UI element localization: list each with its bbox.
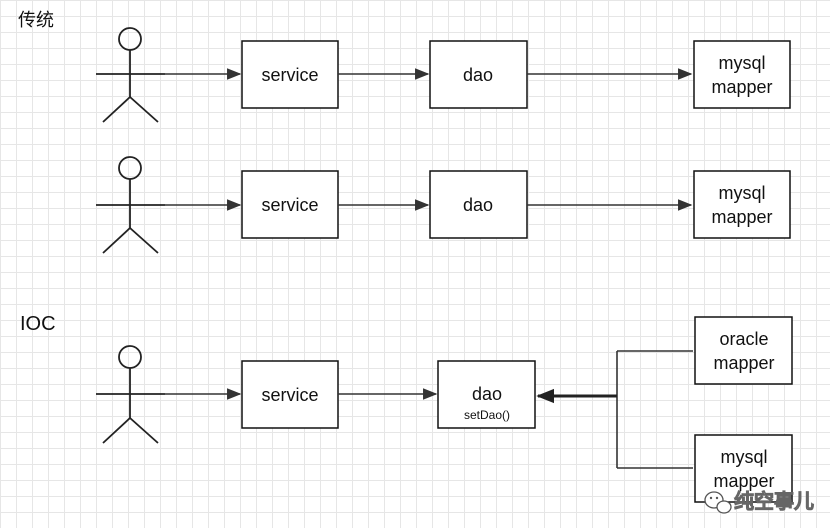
dao-label: dao	[472, 384, 502, 404]
dao-label: dao	[463, 65, 493, 85]
service-box: service	[241, 170, 339, 239]
mapper-line2: mapper	[713, 353, 774, 373]
watermark: 纯空事儿	[704, 489, 814, 514]
ioc-dao-box: dao setDao()	[437, 360, 536, 429]
dao-label: dao	[463, 195, 493, 215]
service-label: service	[261, 65, 318, 85]
section-title-traditional: 传统	[18, 10, 54, 30]
section-title-ioc: IOC	[20, 313, 56, 335]
mapper-line2: mapper	[711, 207, 772, 227]
wechat-icon	[704, 491, 732, 514]
mapper-line1: mysql	[718, 183, 765, 203]
oracle-mapper-box: oracle mapper	[694, 316, 793, 385]
dao-box: dao	[429, 40, 528, 109]
mapper-line1: mysql	[720, 447, 767, 467]
service-box: service	[241, 40, 339, 109]
ioc-service-box: service	[241, 360, 339, 429]
service-label: service	[261, 385, 318, 405]
mapper-line1: mysql	[718, 53, 765, 73]
mapper-line2: mapper	[713, 471, 774, 491]
mysql-mapper-box: mysql mapper	[693, 40, 791, 109]
set-dao-method-label: setDao()	[464, 408, 510, 422]
user-actor-icon	[96, 156, 165, 254]
mapper-line1: oracle	[719, 329, 768, 349]
user-actor-icon	[96, 27, 165, 123]
mapper-line2: mapper	[711, 77, 772, 97]
mysql-mapper-box: mysql mapper	[693, 170, 791, 239]
dao-box: dao	[429, 170, 528, 239]
watermark-text: 纯空事儿	[734, 489, 814, 513]
mysql-mapper-box: mysql mapper	[694, 434, 793, 503]
user-actor-icon	[96, 345, 165, 444]
service-label: service	[261, 195, 318, 215]
